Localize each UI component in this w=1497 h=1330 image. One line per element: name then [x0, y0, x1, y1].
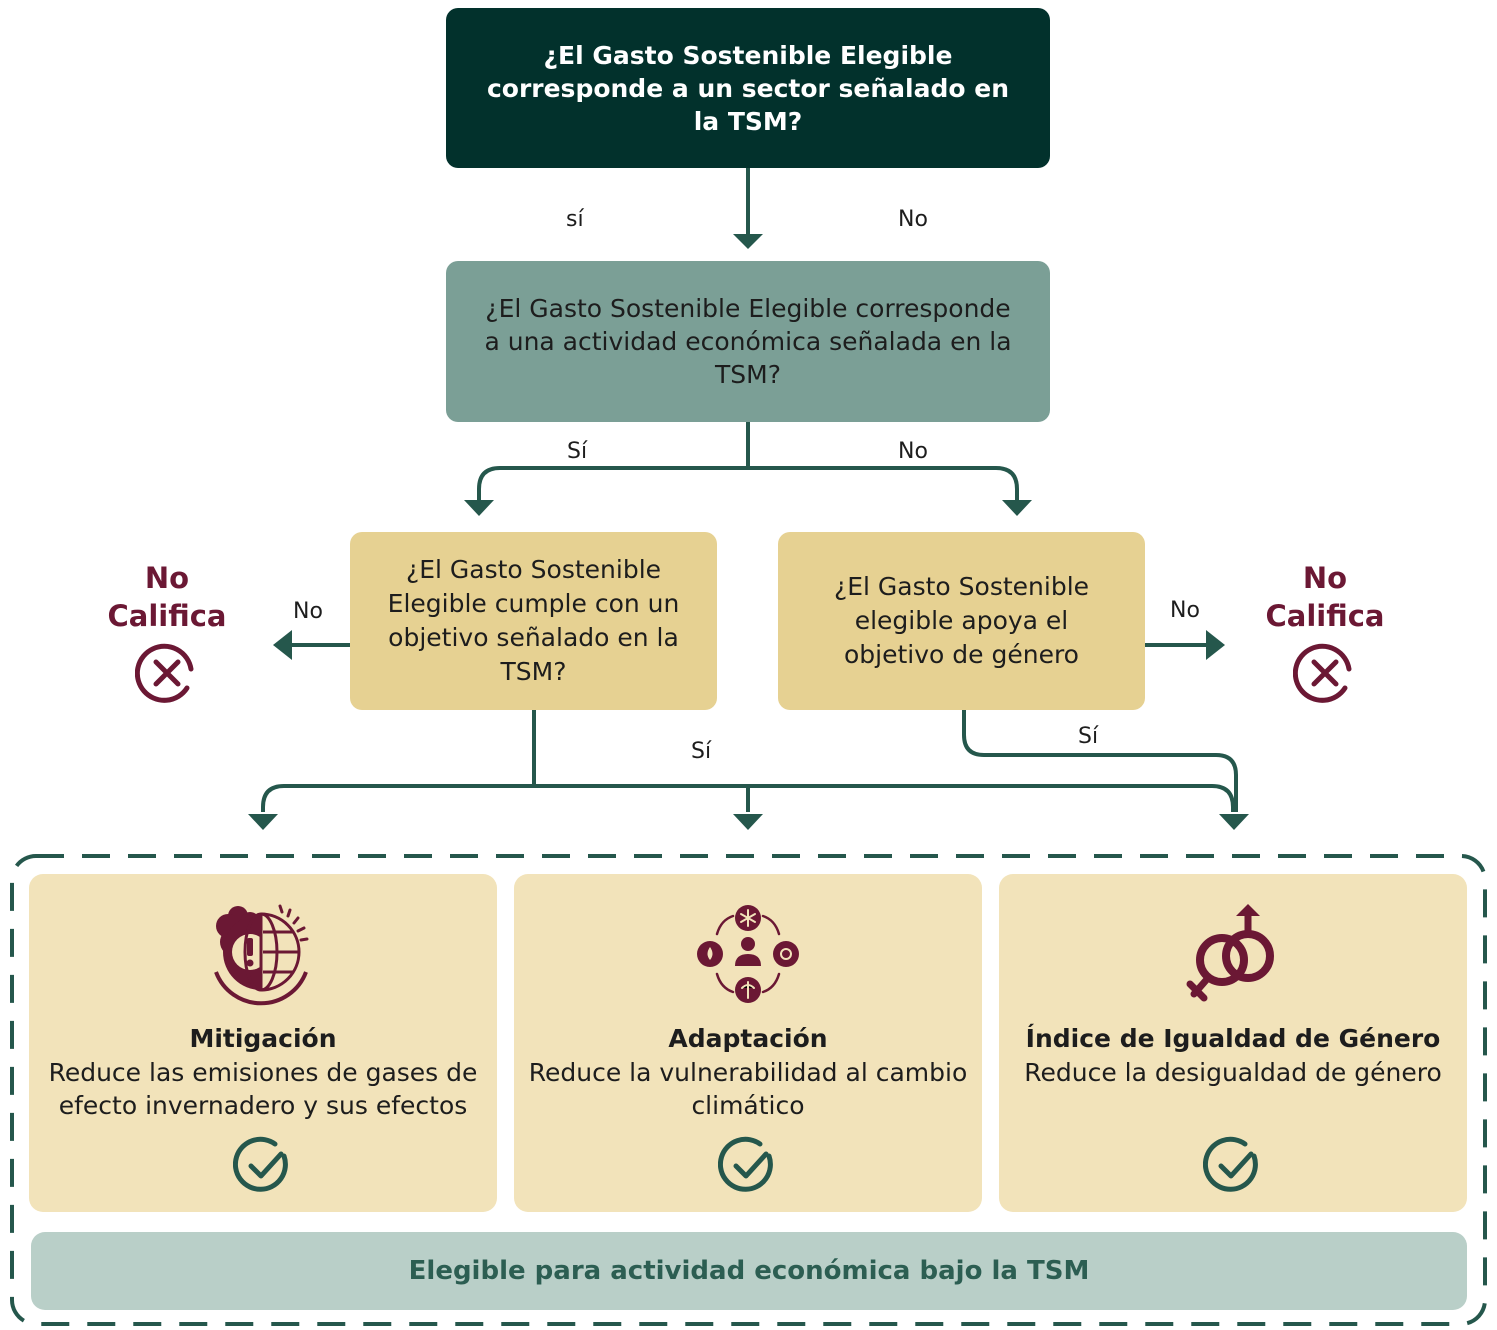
connector-q2-yes	[477, 466, 748, 500]
connector-q2-no	[748, 466, 1019, 500]
branch-label-q3-yes: Sí	[691, 739, 712, 764]
arrowhead-reject-left	[273, 630, 292, 660]
eligible-outcomes-frame	[10, 854, 1487, 1326]
branch-label-q1-yes: sí	[566, 207, 584, 232]
reject-label-line1: No	[144, 561, 190, 595]
outcome-title: Mitigación	[189, 1024, 337, 1053]
reject-left: No Califica	[82, 559, 252, 705]
reject-label-line2: Califica	[107, 599, 227, 633]
question-sector-text: ¿El Gasto Sostenible Elegible correspond…	[486, 40, 1010, 136]
outcome-description: Reduce la desigualdad de género	[1024, 1058, 1442, 1087]
globe-warning-icon	[214, 904, 309, 1006]
branch-label-q4-yes: Sí	[1078, 724, 1099, 749]
climate-cycle-icon	[697, 905, 799, 1003]
x-circle-icon	[1293, 643, 1352, 703]
outcome-description: Reduce las emisiones de gases de efecto …	[48, 1058, 478, 1120]
outcome-title: Adaptación	[668, 1024, 828, 1053]
outcome-title: Índice de Igualdad de Género	[1025, 1024, 1441, 1053]
branch-label-q2-no: No	[898, 439, 928, 464]
connector-q3-left	[261, 784, 285, 812]
question-objective-box: ¿El Gasto Sostenible Elegible cumple con…	[350, 532, 717, 710]
question-sector-box: ¿El Gasto Sostenible Elegible correspond…	[446, 8, 1050, 168]
arrowhead-gender	[1219, 814, 1249, 830]
eligibility-banner-text: Elegible para actividad económica bajo l…	[408, 1256, 1090, 1286]
outcome-card-gender: Índice de Igualdad de Género Reduce la d…	[999, 874, 1467, 1212]
connector-q3-split	[284, 784, 1235, 812]
question-activity-box: ¿El Gasto Sostenible Elegible correspond…	[446, 261, 1050, 422]
outcome-card-adaptation: Adaptación Reduce la vulnerabilidad al c…	[514, 874, 982, 1212]
question-gender-box: ¿El Gasto Sostenible elegible apoya el o…	[778, 532, 1145, 710]
arrowhead-q2	[733, 234, 763, 249]
arrowhead-adaptation	[733, 814, 763, 830]
arrowhead-reject-right	[1206, 630, 1225, 660]
outcome-description: Reduce la vulnerabilidad al cambio climá…	[528, 1058, 968, 1120]
question-activity-text: ¿El Gasto Sostenible Elegible correspond…	[484, 294, 1012, 389]
arrowhead-q3	[464, 500, 494, 516]
gender-symbols-icon	[1186, 904, 1274, 1002]
reject-right: No Califica	[1240, 559, 1410, 705]
check-circle-icon	[233, 1136, 288, 1192]
question-objective-text: ¿El Gasto Sostenible Elegible cumple con…	[387, 555, 680, 686]
x-circle-icon	[135, 643, 194, 703]
flow-connectors	[248, 168, 1249, 830]
branch-label-q4-no: No	[1170, 598, 1200, 623]
eligibility-banner: Elegible para actividad económica bajo l…	[31, 1232, 1467, 1310]
arrowhead-mitigation	[248, 814, 278, 830]
reject-label-line2: Califica	[1265, 599, 1385, 633]
outcome-card-mitigation: Mitigación Reduce las emisiones de gases…	[29, 874, 497, 1212]
check-circle-icon	[718, 1136, 773, 1192]
branch-label-q3-no: No	[293, 599, 323, 624]
connector-q4-yes	[962, 710, 1238, 812]
question-gender-text: ¿El Gasto Sostenible elegible apoya el o…	[833, 572, 1090, 669]
branch-label-q1-no: No	[898, 207, 928, 232]
arrowhead-q4	[1002, 500, 1032, 516]
branch-label-q2-yes: Sí	[567, 439, 588, 464]
reject-label-line1: No	[1302, 561, 1348, 595]
check-circle-icon	[1203, 1136, 1258, 1192]
